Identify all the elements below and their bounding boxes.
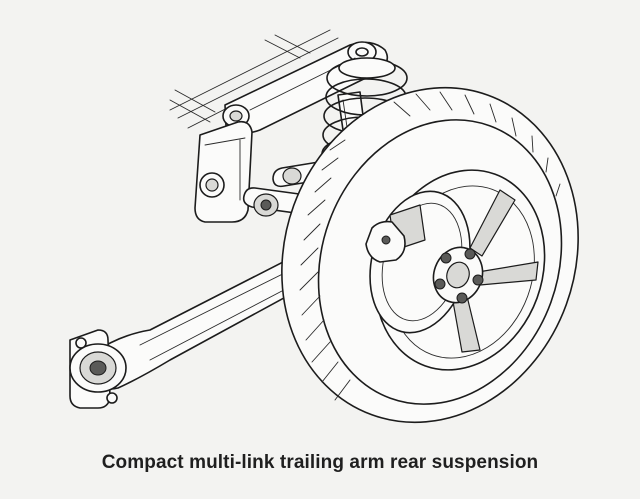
wheel-knuckle (365, 220, 406, 263)
trailing-arm-bushing (69, 329, 127, 409)
subframe-mount (194, 120, 253, 223)
figure-caption: Compact multi-link trailing arm rear sus… (101, 452, 539, 473)
wheel-hub (432, 246, 484, 304)
suspension-illustration (69, 29, 579, 424)
